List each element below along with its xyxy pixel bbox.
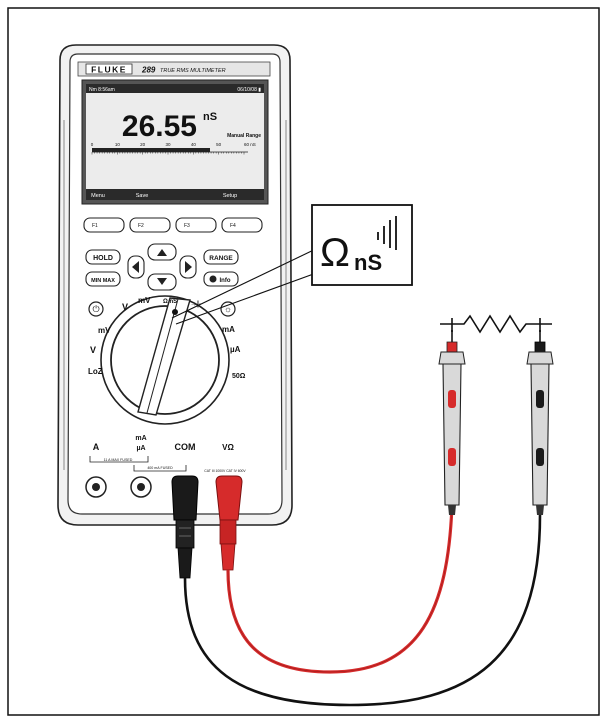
resistor-symbol [440, 314, 552, 334]
scale-tick-label: 30 [165, 142, 171, 147]
dial-label-loz: LoZ [88, 367, 103, 376]
function-key-label: F1 [92, 223, 98, 229]
display-status-bar [86, 84, 264, 93]
red-lead-plug [215, 475, 243, 571]
function-key-label: F2 [138, 223, 144, 229]
fuse-label-a: 11 A MAX FUSED [104, 458, 133, 462]
display-reading-unit: nS [203, 111, 217, 123]
navigation-pad [127, 243, 197, 291]
dial-position-dot [172, 309, 178, 315]
display-softkey-bar [86, 189, 264, 200]
cat-rating-label: CAT III 1000V CAT IV 600V [204, 469, 246, 473]
display-screen [86, 84, 264, 200]
continuity-beeper-icon [377, 216, 397, 250]
info-button[interactable] [203, 271, 239, 287]
arrow-left-icon [132, 261, 139, 273]
info-button-label: Info [220, 278, 231, 284]
info-icon [209, 275, 217, 283]
backlight-icon: ☼ [224, 304, 232, 314]
scale-tick-label: 0 [91, 142, 94, 147]
hold-button[interactable] [85, 249, 121, 265]
red-probe [438, 330, 466, 515]
dial-label-ua: µA [230, 345, 241, 354]
display-bargraph-fill [92, 148, 210, 152]
minmax-button-label: MIN MAX [91, 278, 115, 284]
range-button-label: RANGE [209, 255, 233, 262]
arrow-down-icon [157, 278, 167, 285]
function-key-2[interactable] [129, 217, 171, 233]
jack-label-com: COM [175, 442, 196, 452]
power-button[interactable] [88, 301, 104, 317]
jack-label-vohm: VΩ [222, 443, 234, 452]
softkey-label: Menu [91, 193, 105, 199]
display-status-left: Nm 8:56am [89, 87, 115, 93]
model-description: TRUE RMS MULTIMETER [160, 68, 226, 74]
function-keys: F1 F2 F3 F4 [83, 217, 263, 233]
dial-label-vac: V [90, 345, 96, 355]
backlight-button[interactable] [220, 301, 236, 317]
scale-tick-label: 60 nS [244, 142, 256, 147]
jack-label-ua: µA [136, 445, 145, 452]
arrow-up-icon [157, 249, 167, 256]
function-key-label: F3 [184, 223, 190, 229]
arrow-right-icon [185, 261, 192, 273]
function-key-1[interactable] [83, 217, 125, 233]
softkey-label: Setup [223, 193, 237, 199]
display-range-label: Manual Range [227, 133, 261, 139]
dial-label-vdc: V [122, 302, 128, 312]
multimeter: FLUKE 289 TRUE RMS MULTIMETER Nm 8:56am … [57, 44, 293, 526]
function-key-3[interactable] [175, 217, 217, 233]
scale-tick-label: 20 [140, 142, 146, 147]
rotary-dial-pointer [137, 297, 191, 416]
display-status-right: 06/10/08 ▮ [237, 87, 261, 93]
model-number: 289 [141, 66, 156, 75]
brand-logo: FLUKE [91, 65, 127, 75]
dial-label-ohm-ns: Ω nS [163, 299, 177, 305]
callout-ohm-symbol: Ω [320, 231, 350, 275]
power-icon: ⏻ [92, 304, 99, 314]
black-test-cable [183, 514, 542, 707]
dial-label-ma: mA [222, 325, 235, 334]
display-softkeys: Menu Save Setup [91, 193, 237, 199]
softkey-label: Save [136, 193, 149, 199]
callout-ns-unit: nS [354, 250, 382, 275]
black-lead-plug [171, 475, 199, 579]
jack-label-ma: mA [135, 435, 146, 442]
brand-logo-box [85, 63, 133, 75]
display-reading-value: 26.55 [122, 110, 197, 143]
function-key-4[interactable] [221, 217, 263, 233]
dial-label-50ohm: 50Ω [232, 373, 246, 380]
black-probe [526, 330, 554, 515]
scale-tick-label: 40 [191, 142, 197, 147]
fuse-label-ma: 400 mA FUSED [147, 466, 173, 470]
range-button[interactable] [203, 249, 239, 265]
scale-tick-label: 10 [115, 142, 121, 147]
dial-label-mvdc: mV [138, 296, 151, 305]
function-key-label: F4 [230, 223, 236, 229]
minmax-button[interactable] [85, 271, 121, 287]
scale-tick-label: 50 [216, 142, 222, 147]
function-callout: Ω nS [171, 204, 413, 325]
jack-label-a: A [93, 442, 100, 452]
hold-button-label: HOLD [93, 255, 113, 262]
dial-label-mvac: mV [98, 326, 111, 335]
dial-label-diode: →|- [190, 301, 202, 308]
